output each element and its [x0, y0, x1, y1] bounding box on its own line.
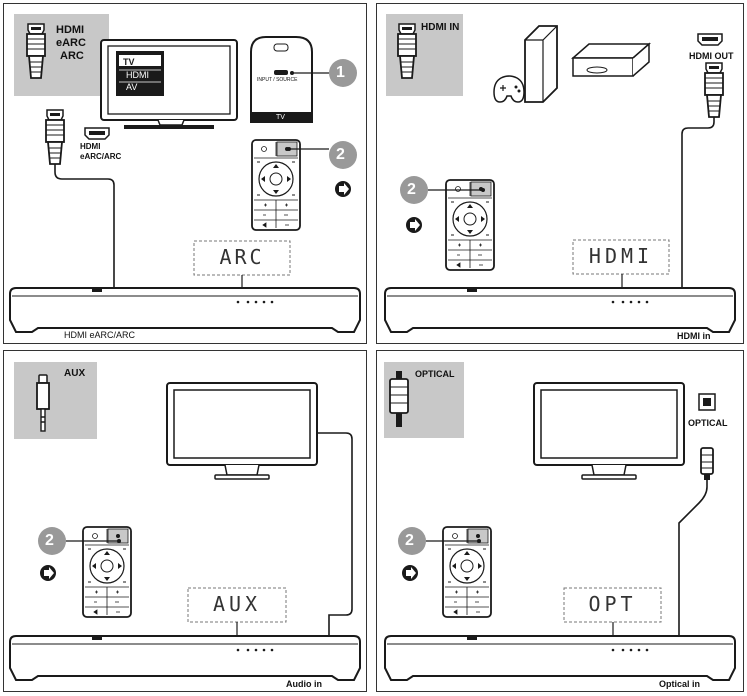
- hdmi-plug-icon: [26, 23, 46, 79]
- panel-hdmi-in: HDMI IN HDMI OUT 2 HDMI HDMI in: [376, 3, 744, 344]
- optical-cable: [678, 480, 708, 639]
- step-2-label: 2: [45, 532, 54, 549]
- caption: Audio in: [286, 679, 322, 689]
- title-box: [14, 362, 97, 439]
- soundbar-icon: [384, 287, 736, 333]
- panel-hdmi-earc: HDMI eARC ARC TV HDMI AV INPUT / SOURCE …: [3, 3, 367, 344]
- display-text: OPT: [588, 592, 637, 616]
- hdmi-cable: [54, 164, 115, 291]
- input-source-label: INPUT / SOURCE: [257, 77, 298, 83]
- aux-plug-icon: [36, 374, 50, 432]
- disc-player-icon: [571, 42, 651, 77]
- display-text: ARC: [219, 245, 265, 269]
- optical-port-icon: [698, 393, 716, 411]
- tv-icon: [100, 39, 238, 129]
- panel-aux: AUX 2 AUX Audio in: [3, 350, 367, 692]
- step-2-circle: [400, 176, 428, 204]
- arrow-bullet-icon: [40, 565, 56, 581]
- hdmi-cable-plug-icon: [704, 62, 724, 118]
- remote-footer-label: TV: [276, 114, 285, 121]
- tv-menu-item-av: AV: [126, 82, 138, 92]
- soundbar-icon: [9, 287, 361, 333]
- port-label-line-1: HDMI: [80, 142, 101, 151]
- display-box: [193, 240, 291, 276]
- step-2-label: 2: [405, 532, 414, 549]
- soundbar-icon: [384, 635, 736, 681]
- panel-optical: OPTICAL OPTICAL 2 OPT Optical in: [376, 350, 744, 692]
- step-2-circle: [38, 527, 66, 555]
- title: OPTICAL: [415, 369, 455, 379]
- hdmi-port-icon: [84, 127, 110, 140]
- caption: HDMI in: [677, 331, 711, 341]
- panel-hdmi-in-art: [384, 14, 736, 333]
- controller-icon: [493, 75, 525, 103]
- title: AUX: [64, 368, 86, 379]
- soundbar-remote-icon: [251, 139, 301, 231]
- panel-hdmi-earc-art: [9, 14, 361, 333]
- step-1-label: 1: [336, 64, 345, 81]
- display-box: [563, 587, 662, 623]
- panel-optical-art: [384, 362, 736, 681]
- hdmi-cable-plug-icon: [45, 109, 65, 165]
- arrow-bullet-icon: [406, 217, 422, 233]
- tv-menu-item-tv: TV: [123, 57, 135, 67]
- display-text: HDMI: [588, 244, 654, 268]
- title-line-3: ARC: [60, 50, 84, 62]
- source-label: HDMI OUT: [689, 51, 734, 61]
- step-2-circle: [329, 141, 357, 169]
- title: HDMI IN: [421, 22, 460, 33]
- arrow-bullet-icon: [402, 565, 418, 581]
- panel-aux-art: [9, 362, 361, 681]
- tv-remote-icon: [250, 36, 329, 123]
- display-box: [572, 239, 670, 275]
- soundbar-icon: [9, 635, 361, 681]
- tv-icon: [533, 382, 685, 480]
- port-label-line-2: eARC/ARC: [80, 152, 122, 161]
- hdmi-out-port-icon: [697, 33, 723, 46]
- port-label: OPTICAL: [688, 418, 728, 428]
- optical-cable-plug-icon: [700, 447, 714, 480]
- hdmi-plug-icon: [397, 23, 417, 79]
- step-2-circle: [398, 527, 426, 555]
- step-2-label: 2: [407, 181, 416, 198]
- tv-icon: [166, 382, 318, 480]
- game-console-icon: [524, 25, 558, 103]
- caption: Optical in: [659, 679, 701, 689]
- step-2-label: 2: [336, 146, 345, 163]
- hdmi-cable: [681, 117, 715, 292]
- aux-cable: [317, 432, 353, 638]
- soundbar-remote-icon: [445, 179, 495, 271]
- tv-menu-item-hdmi: HDMI: [126, 70, 149, 80]
- caption: HDMI eARC/ARC: [64, 330, 136, 340]
- step-1-circle: [329, 59, 357, 87]
- title-line-1: HDMI: [56, 24, 85, 36]
- optical-plug-icon: [389, 371, 409, 427]
- arrow-bullet-icon: [335, 181, 351, 197]
- title-line-2: eARC: [56, 37, 86, 49]
- display-text: AUX: [212, 592, 262, 616]
